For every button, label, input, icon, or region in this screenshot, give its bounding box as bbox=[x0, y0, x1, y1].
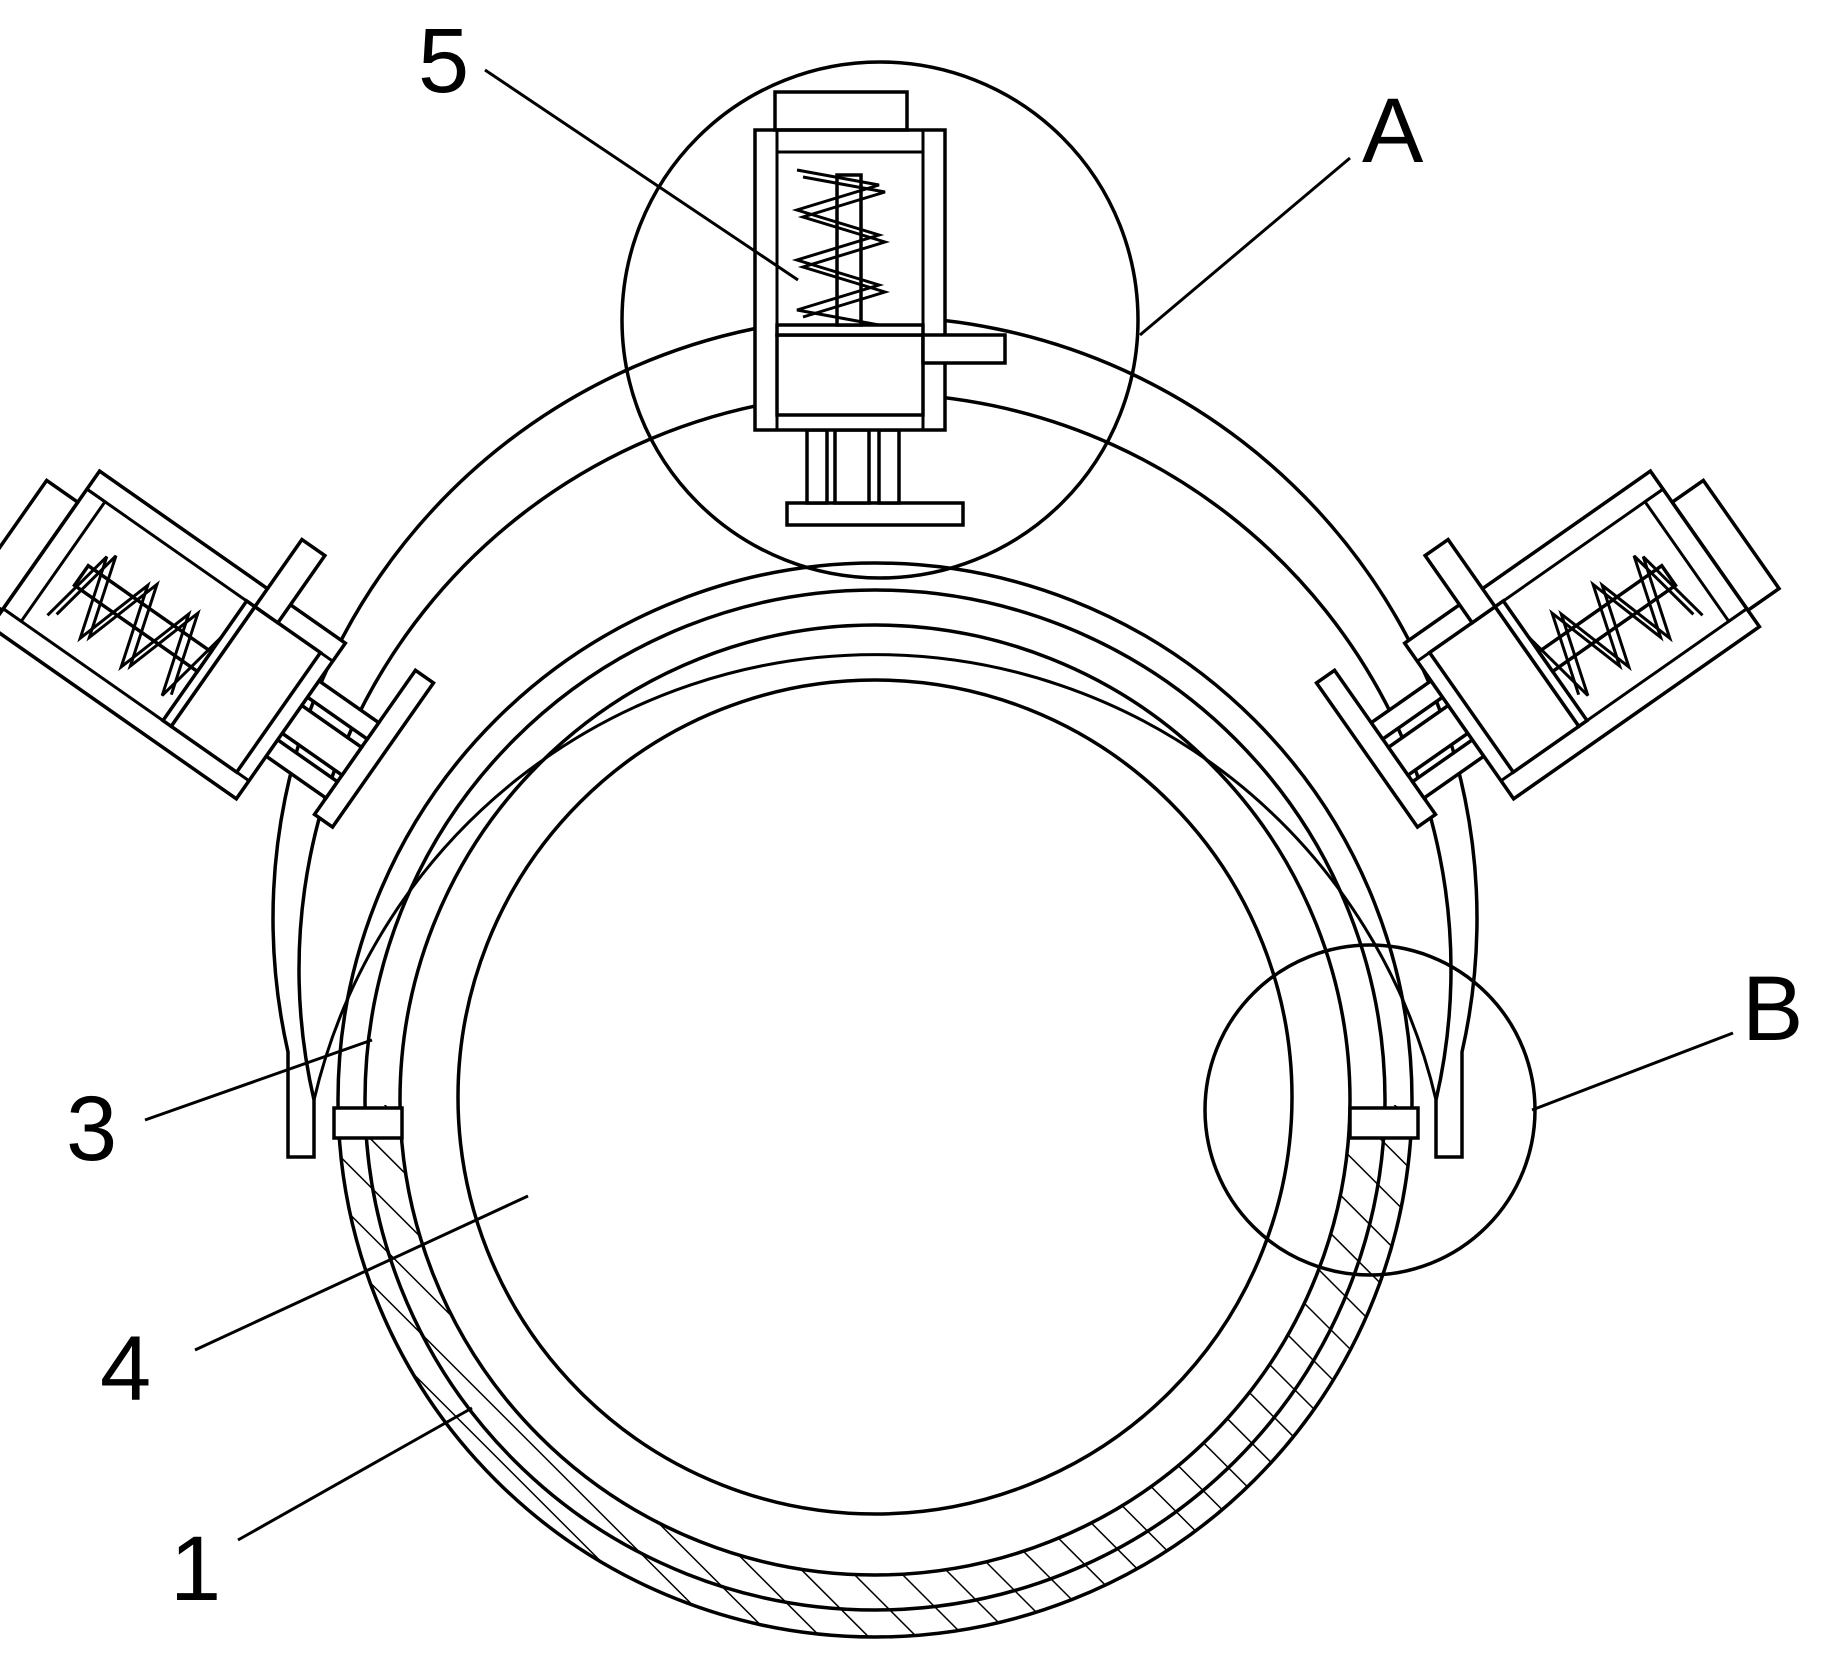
pipe-wall-hatched bbox=[338, 1105, 1412, 1637]
outer-sleeve bbox=[271, 314, 1479, 1159]
leader-3 bbox=[144, 1038, 373, 1122]
label-a: A bbox=[1362, 80, 1424, 182]
label-3: 3 bbox=[66, 1078, 117, 1180]
leader-a bbox=[1139, 156, 1351, 337]
pipe-inner-ring bbox=[363, 588, 1387, 1612]
label-1: 1 bbox=[170, 1518, 221, 1620]
label-5: 5 bbox=[418, 10, 469, 112]
clamp-unit-top bbox=[753, 90, 1007, 527]
label-4: 4 bbox=[100, 1318, 151, 1420]
pipe-inner-circle bbox=[398, 623, 1352, 1577]
label-b: B bbox=[1742, 958, 1803, 1060]
sleeve-inner-edge bbox=[312, 653, 1438, 1101]
detail-circle-a bbox=[620, 60, 1140, 580]
leader-b bbox=[1531, 1031, 1734, 1112]
pipe-outer-circle bbox=[336, 561, 1414, 1639]
clamp-unit-right bbox=[1290, 398, 1793, 856]
sleeve-end-left bbox=[332, 1106, 404, 1140]
leader-1 bbox=[237, 1406, 473, 1542]
leader-4 bbox=[194, 1194, 529, 1352]
leader-5 bbox=[484, 68, 799, 282]
clamp-unit-left bbox=[0, 398, 460, 856]
sleeve-end-right bbox=[1348, 1106, 1420, 1140]
filter-mesh bbox=[456, 678, 1294, 1516]
